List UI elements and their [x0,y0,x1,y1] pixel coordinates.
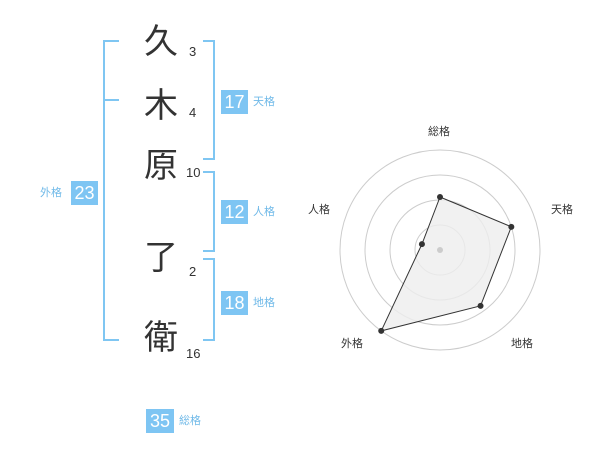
stroke-count-4: 2 [189,264,197,279]
radar-label-jinkaku: 人格 [308,203,330,216]
name-char-3: 原 [144,146,178,186]
stroke-count-3: 10 [186,165,201,180]
radar-label-chikaku: 地格 [511,337,533,350]
jinkaku-label: 人格 [253,205,275,218]
name-char-2: 木 [144,86,178,126]
soukaku-value: 35 [146,409,174,433]
radar-label-soukaku: 総格 [428,125,450,138]
soukaku-label: 総格 [179,414,201,427]
radar-point-1 [437,194,443,200]
tenkaku-label: 天格 [253,95,275,108]
jinkaku-value: 12 [221,200,248,224]
chikaku-value: 18 [221,291,248,315]
stroke-count-2: 4 [189,105,197,120]
tenkaku-value: 17 [221,90,248,114]
radar-area [380,196,512,332]
name-char-1: 久 [144,22,178,62]
chikaku-bracket [203,258,215,341]
radar-grid-ring [339,149,541,351]
radar-label-tenkaku: 天格 [551,203,573,216]
name-char-4: 了 [144,238,178,278]
radar-label-gaikaku: 外格 [341,337,363,350]
gaikaku-label: 外格 [40,186,62,199]
gaikaku-value: 23 [71,181,98,205]
radar-point-5 [418,241,425,248]
name-char-5: 衛 [144,318,178,358]
gaikaku-bracket-tick [105,99,119,101]
tenkaku-bracket [203,40,215,160]
radar-center [437,247,443,253]
radar-point-2 [508,223,515,230]
radar-point-3 [477,302,484,309]
stroke-count-1: 3 [189,44,197,59]
gaikaku-bracket [103,40,119,341]
stroke-count-5: 16 [186,346,201,361]
jinkaku-bracket [203,171,215,252]
radar-point-4 [378,327,385,334]
radar-grid-ring [364,174,516,326]
chikaku-label: 地格 [253,296,275,309]
